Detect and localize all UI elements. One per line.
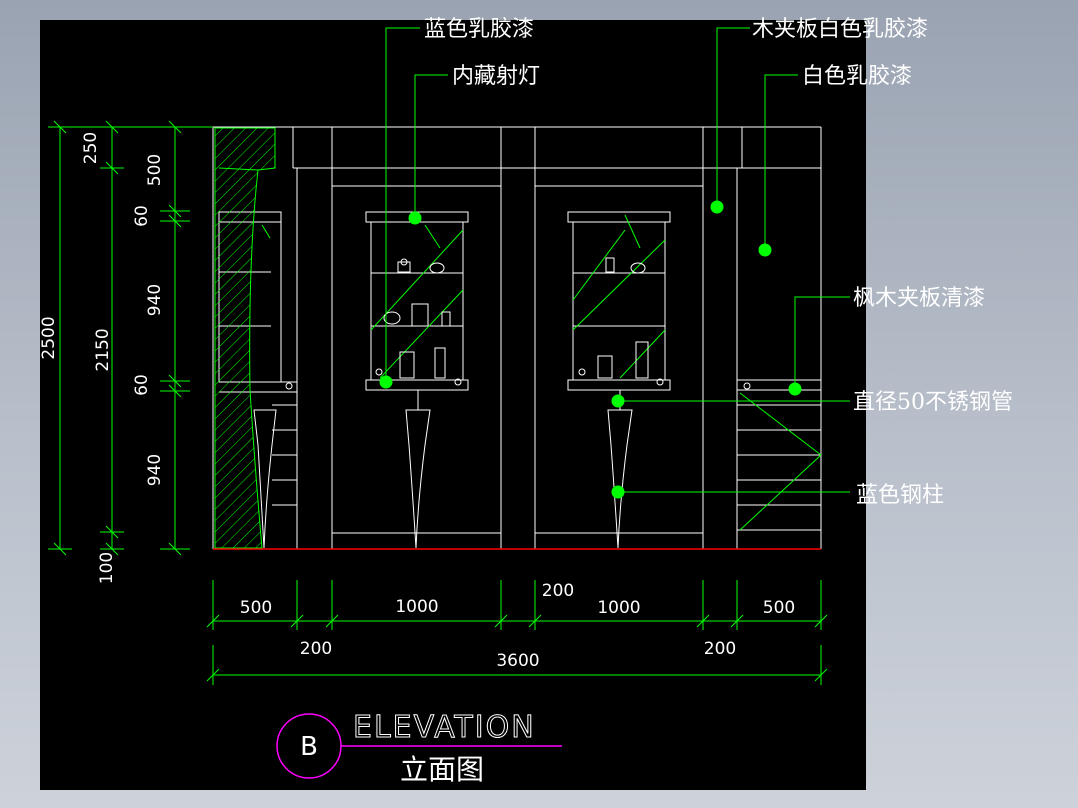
vertical-dimension-lines <box>48 120 213 556</box>
dim-left-2500: 2500 <box>39 316 59 359</box>
callout-hidden-spotlight: 内藏射灯 <box>452 64 540 89</box>
dim-inner-60-a: 60 <box>132 205 152 227</box>
callout-white-latex-paint: 白色乳胶漆 <box>802 64 912 89</box>
title-english: ELEVATION <box>353 710 536 745</box>
vertical-dimension-labels: 2500 250 2150 100 500 60 940 60 940 <box>39 132 165 584</box>
callout-steel-tube: 直径50不锈钢管 <box>853 390 1013 415</box>
horizontal-dimension-labels: 500 1000 200 1000 500 200 200 3600 <box>240 581 795 671</box>
display-bottles <box>383 257 649 379</box>
title-block: B ELEVATION 立面图 <box>276 710 562 786</box>
title-symbol: B <box>300 732 318 762</box>
callout-blue-latex-paint: 蓝色乳胶漆 <box>424 17 534 42</box>
model-space <box>40 20 866 790</box>
dim-bottom-1000-right: 1000 <box>597 598 640 618</box>
steel-columns <box>253 390 633 549</box>
callout-wood-white-latex: 木夹板白色乳胶漆 <box>752 17 928 42</box>
dim-bottom-200-left: 200 <box>300 639 332 659</box>
dim-bottom-500-right: 500 <box>763 598 795 618</box>
dim-bottom-500-left: 500 <box>240 598 272 618</box>
dim-left-250: 250 <box>81 132 101 164</box>
dim-inner-940-b: 940 <box>145 454 165 486</box>
callout-blue-steel-column: 蓝色钢柱 <box>856 483 944 508</box>
callout-leaders <box>379 27 850 499</box>
dim-bottom-200-right: 200 <box>704 639 736 659</box>
dim-bottom-1000-left: 1000 <box>395 597 438 617</box>
dim-inner-500: 500 <box>145 154 165 186</box>
dim-inner-940-a: 940 <box>145 284 165 316</box>
dim-inner-60-b: 60 <box>132 374 152 396</box>
horizontal-dimension-lines <box>206 580 828 685</box>
dim-left-2150: 2150 <box>93 328 113 371</box>
callout-maple-plywood: 枫木夹板清漆 <box>853 286 985 311</box>
dim-bottom-total-3600: 3600 <box>496 651 539 671</box>
dim-bottom-200-mid: 200 <box>542 581 574 601</box>
dim-left-100: 100 <box>97 552 117 584</box>
left-wall-hatch <box>214 127 276 549</box>
title-chinese: 立面图 <box>400 753 484 786</box>
